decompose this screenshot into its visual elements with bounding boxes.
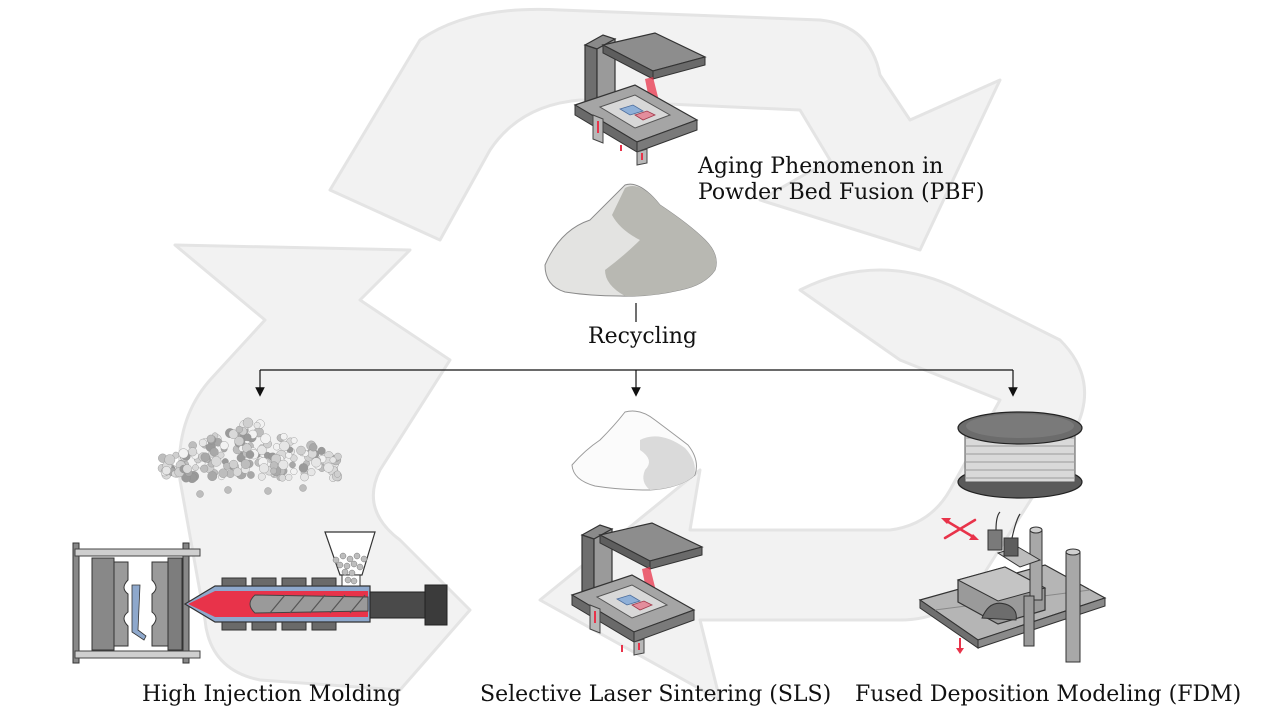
branch-label-fdm: Fused Deposition Modeling (FDM) [855, 682, 1242, 707]
injection-molding-machine [72, 531, 448, 664]
pbf-machine-top [573, 32, 707, 166]
title-line-1: Aging Phenomenon in [698, 154, 944, 179]
branch-label-sls: Selective Laser Sintering (SLS) [480, 682, 832, 707]
title-block: Aging Phenomenon in Powder Bed Fusion (P… [698, 154, 984, 206]
powder-pile-top [544, 183, 717, 297]
sls-machine [570, 522, 704, 656]
title-line-2: Powder Bed Fusion (PBF) [698, 179, 985, 205]
fdm-printer [918, 511, 1107, 663]
branch-label-injection-molding: High Injection Molding [142, 682, 401, 707]
filament-spool [957, 411, 1083, 499]
powder-pile-center [571, 410, 697, 491]
recycling-label: Recycling [588, 324, 697, 349]
pellet-pile [157, 417, 343, 498]
